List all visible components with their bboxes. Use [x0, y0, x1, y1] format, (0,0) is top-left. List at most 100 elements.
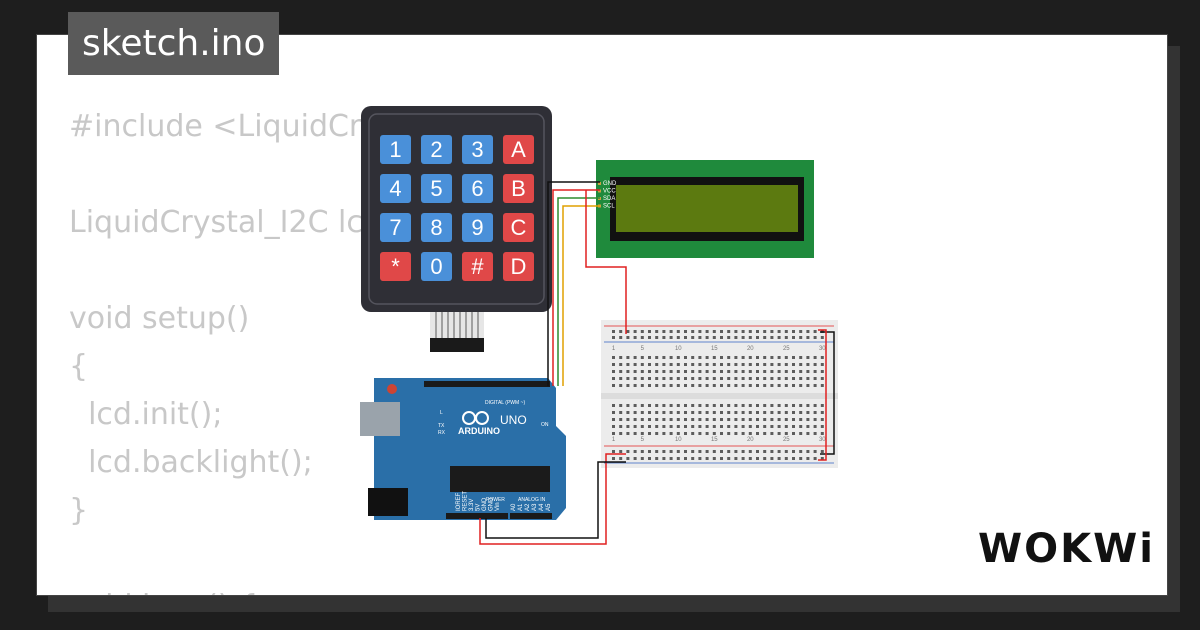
breadboard-hole[interactable]: [612, 432, 615, 435]
breadboard-hole[interactable]: [662, 384, 666, 387]
breadboard-hole[interactable]: [619, 425, 623, 428]
breadboard-hole[interactable]: [806, 432, 810, 435]
breadboard-hole[interactable]: [820, 384, 824, 387]
breadboard-hole[interactable]: [655, 411, 659, 414]
breadboard-hole[interactable]: [669, 370, 673, 373]
breadboard-hole[interactable]: [720, 356, 723, 359]
breadboard-hole[interactable]: [748, 411, 752, 414]
breadboard-hole[interactable]: [705, 432, 709, 435]
breadboard-hole[interactable]: [619, 418, 623, 421]
breadboard-hole[interactable]: [770, 384, 774, 387]
breadboard-hole[interactable]: [619, 432, 623, 435]
breadboard-hole[interactable]: [640, 356, 644, 359]
breadboard-hole[interactable]: [784, 432, 788, 435]
breadboard-hole[interactable]: [799, 370, 803, 373]
breadboard-hole[interactable]: [662, 370, 666, 373]
breadboard-hole[interactable]: [792, 425, 795, 428]
breadboard-hole[interactable]: [756, 370, 759, 373]
breadboard-hole[interactable]: [626, 411, 630, 414]
keypad-key-A[interactable]: A: [503, 135, 534, 164]
breadboard-hole[interactable]: [792, 411, 795, 414]
breadboard-hole[interactable]: [691, 356, 695, 359]
breadboard-hole[interactable]: [806, 384, 810, 387]
breadboard-hole[interactable]: [756, 411, 759, 414]
keypad-key-8[interactable]: 8: [421, 213, 452, 242]
breadboard-hole[interactable]: [669, 377, 673, 380]
breadboard-hole[interactable]: [734, 411, 738, 414]
breadboard-hole[interactable]: [748, 425, 752, 428]
breadboard-hole[interactable]: [763, 450, 767, 453]
breadboard-hole[interactable]: [626, 384, 630, 387]
breadboard-hole[interactable]: [820, 425, 824, 428]
breadboard-hole[interactable]: [691, 377, 695, 380]
breadboard-hole[interactable]: [633, 418, 637, 421]
breadboard-hole[interactable]: [792, 384, 795, 387]
breadboard-hole[interactable]: [748, 356, 752, 359]
breadboard-hole[interactable]: [799, 377, 803, 380]
breadboard-hole[interactable]: [648, 432, 651, 435]
breadboard-hole[interactable]: [784, 356, 788, 359]
breadboard-hole[interactable]: [640, 411, 644, 414]
breadboard-hole[interactable]: [712, 330, 716, 333]
breadboard-hole[interactable]: [784, 330, 788, 333]
breadboard-hole[interactable]: [806, 377, 810, 380]
breadboard-hole[interactable]: [748, 336, 752, 339]
breadboard-hole[interactable]: [712, 404, 716, 407]
breadboard-hole[interactable]: [712, 457, 716, 460]
breadboard-hole[interactable]: [792, 363, 795, 366]
breadboard-hole[interactable]: [684, 418, 687, 421]
breadboard-hole[interactable]: [691, 336, 695, 339]
breadboard-hole[interactable]: [633, 404, 637, 407]
breadboard-hole[interactable]: [640, 432, 644, 435]
breadboard-hole[interactable]: [612, 425, 615, 428]
breadboard-hole[interactable]: [640, 370, 644, 373]
breadboard-hole[interactable]: [633, 457, 637, 460]
breadboard-hole[interactable]: [648, 336, 651, 339]
reset-button[interactable]: [387, 384, 397, 394]
breadboard-hole[interactable]: [633, 370, 637, 373]
breadboard-hole[interactable]: [684, 457, 687, 460]
breadboard-hole[interactable]: [691, 411, 695, 414]
breadboard-hole[interactable]: [799, 418, 803, 421]
breadboard-hole[interactable]: [698, 457, 702, 460]
breadboard-hole[interactable]: [633, 450, 637, 453]
keypad-key-7[interactable]: 7: [380, 213, 411, 242]
breadboard-hole[interactable]: [727, 411, 731, 414]
keypad-key-#[interactable]: #: [462, 252, 493, 281]
breadboard-hole[interactable]: [734, 363, 738, 366]
breadboard-hole[interactable]: [612, 457, 615, 460]
breadboard-hole[interactable]: [806, 404, 810, 407]
breadboard-hole[interactable]: [626, 377, 630, 380]
keypad-key-6[interactable]: 6: [462, 174, 493, 203]
breadboard-hole[interactable]: [763, 404, 767, 407]
breadboard-hole[interactable]: [734, 418, 738, 421]
breadboard-hole[interactable]: [698, 404, 702, 407]
breadboard-hole[interactable]: [705, 356, 709, 359]
breadboard-hole[interactable]: [720, 370, 723, 373]
breadboard-hole[interactable]: [756, 450, 759, 453]
breadboard-hole[interactable]: [684, 384, 687, 387]
breadboard-hole[interactable]: [720, 432, 723, 435]
keypad-key-0[interactable]: 0: [421, 252, 452, 281]
breadboard-hole[interactable]: [748, 450, 752, 453]
breadboard-hole[interactable]: [720, 457, 723, 460]
breadboard-hole[interactable]: [662, 411, 666, 414]
breadboard-hole[interactable]: [756, 425, 759, 428]
arduino-uno[interactable]: DIGITAL (PWM ~) ARDUINO UNO POWER ANALOG…: [360, 378, 566, 520]
breadboard-hole[interactable]: [705, 336, 709, 339]
breadboard-hole[interactable]: [763, 432, 767, 435]
breadboard-hole[interactable]: [655, 377, 659, 380]
breadboard-hole[interactable]: [763, 377, 767, 380]
breadboard-hole[interactable]: [640, 377, 644, 380]
breadboard-hole[interactable]: [792, 370, 795, 373]
breadboard-hole[interactable]: [727, 370, 731, 373]
breadboard-hole[interactable]: [813, 336, 817, 339]
breadboard-hole[interactable]: [705, 450, 709, 453]
breadboard-hole[interactable]: [820, 432, 824, 435]
breadboard-hole[interactable]: [784, 450, 788, 453]
file-tab[interactable]: sketch.ino: [68, 12, 280, 75]
breadboard-hole[interactable]: [705, 404, 709, 407]
breadboard-hole[interactable]: [720, 411, 723, 414]
breadboard-hole[interactable]: [820, 411, 824, 414]
breadboard-hole[interactable]: [813, 377, 817, 380]
